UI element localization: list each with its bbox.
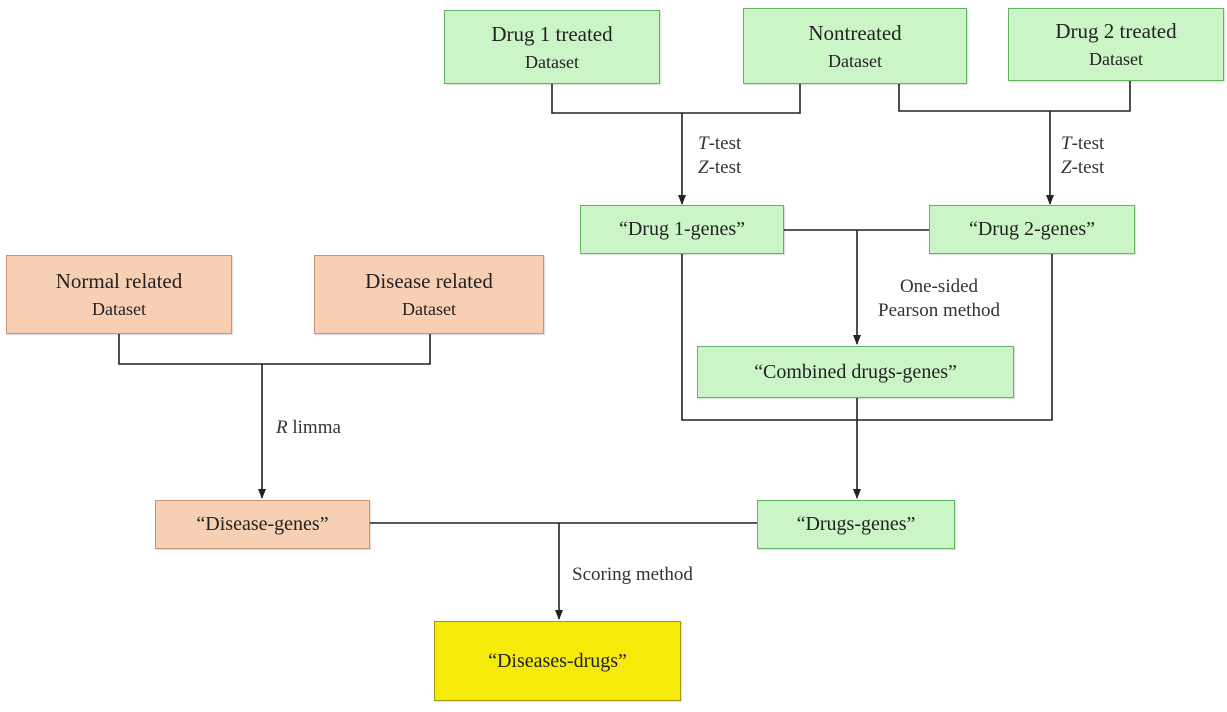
- box-title: Nontreated: [808, 20, 902, 45]
- box-title: Normal related: [55, 269, 183, 294]
- connector-nontreated-drug2: [898, 81, 1131, 112]
- box-label: “Diseases-drugs”: [488, 649, 627, 672]
- box-title: Drug 2 treated: [1055, 19, 1177, 44]
- drug1-genes-box: “Drug 1-genes”: [580, 205, 784, 254]
- drug2-dataset-box: Drug 2 treated Dataset: [1008, 8, 1224, 81]
- box-label: “Disease-genes”: [196, 513, 329, 535]
- box-label: “Drugs-genes”: [796, 513, 916, 535]
- drug2-genes-box: “Drug 2-genes”: [929, 205, 1135, 254]
- drugs-genes-box: “Drugs-genes”: [757, 500, 955, 549]
- diseases-drugs-box: “Diseases-drugs”: [434, 621, 681, 701]
- combined-drugs-genes-box: “Combined drugs-genes”: [697, 346, 1014, 398]
- box-label: “Drug 1-genes”: [618, 218, 746, 240]
- box-subtitle: Dataset: [1089, 49, 1143, 70]
- normal-dataset-box: Normal related Dataset: [6, 255, 232, 334]
- scoring-method-label: Scoring method: [572, 564, 693, 585]
- test-label-left: T-test Z-test: [698, 133, 742, 178]
- box-subtitle: Dataset: [402, 299, 456, 320]
- test-label-right: T-test Z-test: [1061, 133, 1105, 178]
- r-limma-label: R limma: [276, 417, 341, 438]
- connector-drug1-nontreated: [551, 84, 801, 114]
- box-subtitle: Dataset: [92, 299, 146, 320]
- connector-normal-disease: [118, 334, 431, 365]
- box-title: Disease related: [365, 269, 493, 294]
- disease-genes-box: “Disease-genes”: [155, 500, 370, 549]
- nontreated-dataset-box: Nontreated Dataset: [743, 8, 967, 84]
- pearson-method-label: One-sided Pearson method: [878, 276, 1000, 321]
- disease-dataset-box: Disease related Dataset: [314, 255, 544, 334]
- drug1-dataset-box: Drug 1 treated Dataset: [444, 10, 660, 84]
- box-subtitle: Dataset: [828, 50, 882, 71]
- box-label: “Combined drugs-genes”: [754, 360, 957, 383]
- box-subtitle: Dataset: [525, 51, 579, 72]
- connector-to-drugs-genes: [681, 254, 1053, 421]
- box-label: “Drug 2-genes”: [968, 218, 1096, 240]
- box-title: Drug 1 treated: [491, 21, 613, 46]
